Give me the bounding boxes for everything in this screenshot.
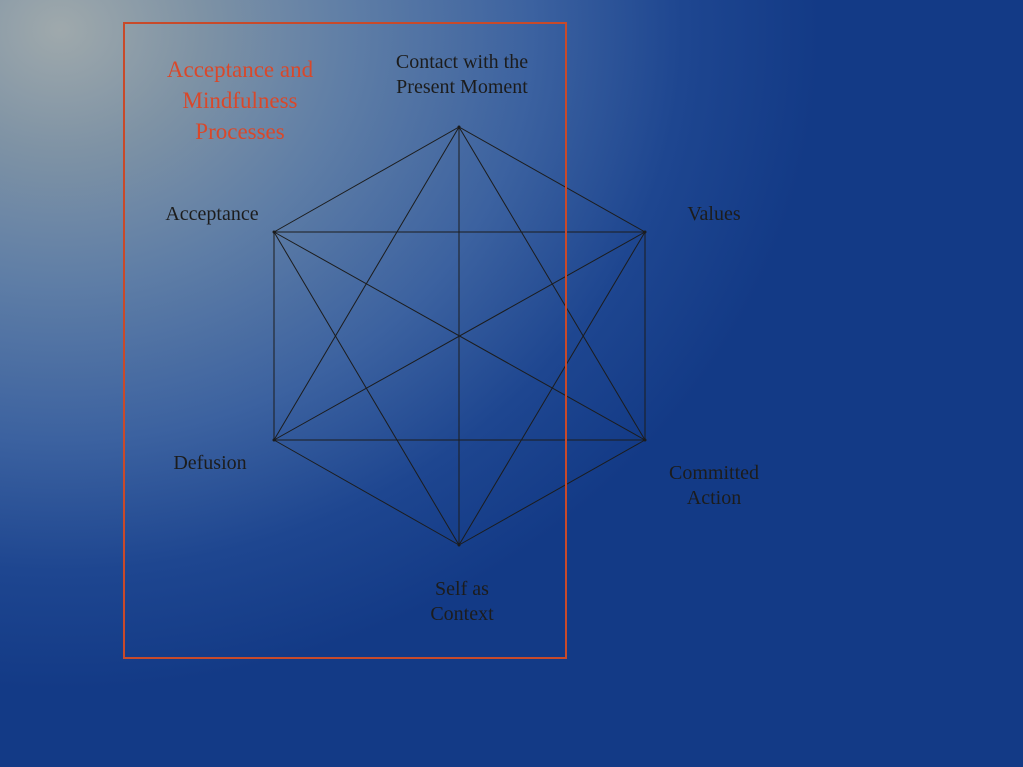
vertex-defusion: [272, 438, 276, 442]
self-as-context-line-2: Context: [430, 603, 494, 625]
node-label-self-as-context: Self as Context: [412, 577, 512, 627]
edge-self-as-context-acceptance: [273, 231, 460, 546]
acceptance-line-1: Acceptance: [165, 203, 259, 225]
edge-present-moment-acceptance: [273, 126, 460, 233]
values-line-1: Values: [687, 203, 741, 225]
node-label-values: Values: [664, 202, 764, 227]
edge-present-moment-values: [458, 126, 646, 233]
node-label-present-moment: Contact with the Present Moment: [372, 50, 552, 100]
vertex-committed-action: [643, 438, 647, 442]
self-as-context-line-1: Self as: [435, 578, 489, 600]
edge-present-moment-committed-action: [458, 126, 646, 441]
vertex-acceptance: [272, 230, 276, 234]
defusion-line-1: Defusion: [173, 452, 247, 474]
vertex-present-moment: [457, 125, 461, 129]
node-label-committed-action: Committed Action: [654, 461, 774, 511]
node-label-acceptance: Acceptance: [152, 202, 272, 227]
vertex-values: [643, 230, 647, 234]
box-title: Acceptance and Mindfulness Processes: [150, 54, 330, 147]
committed-action-line-2: Action: [686, 487, 742, 509]
committed-action-line-1: Committed: [669, 462, 759, 484]
present-moment-line-1: Contact with the: [395, 51, 529, 73]
node-label-defusion: Defusion: [160, 451, 260, 476]
edge-values-self-as-context: [458, 231, 646, 546]
acceptance-mindfulness-box: [123, 22, 567, 659]
box-title-line-1: Acceptance and: [166, 57, 314, 82]
edge-self-as-context-defusion: [273, 439, 460, 546]
box-title-line-3: Processes: [195, 119, 285, 144]
present-moment-line-2: Present Moment: [396, 76, 528, 98]
vertex-self-as-context: [457, 543, 461, 547]
edge-committed-action-self-as-context: [458, 439, 646, 546]
edge-committed-action-acceptance: [273, 231, 646, 441]
box-title-line-2: Mindfulness: [182, 88, 298, 113]
